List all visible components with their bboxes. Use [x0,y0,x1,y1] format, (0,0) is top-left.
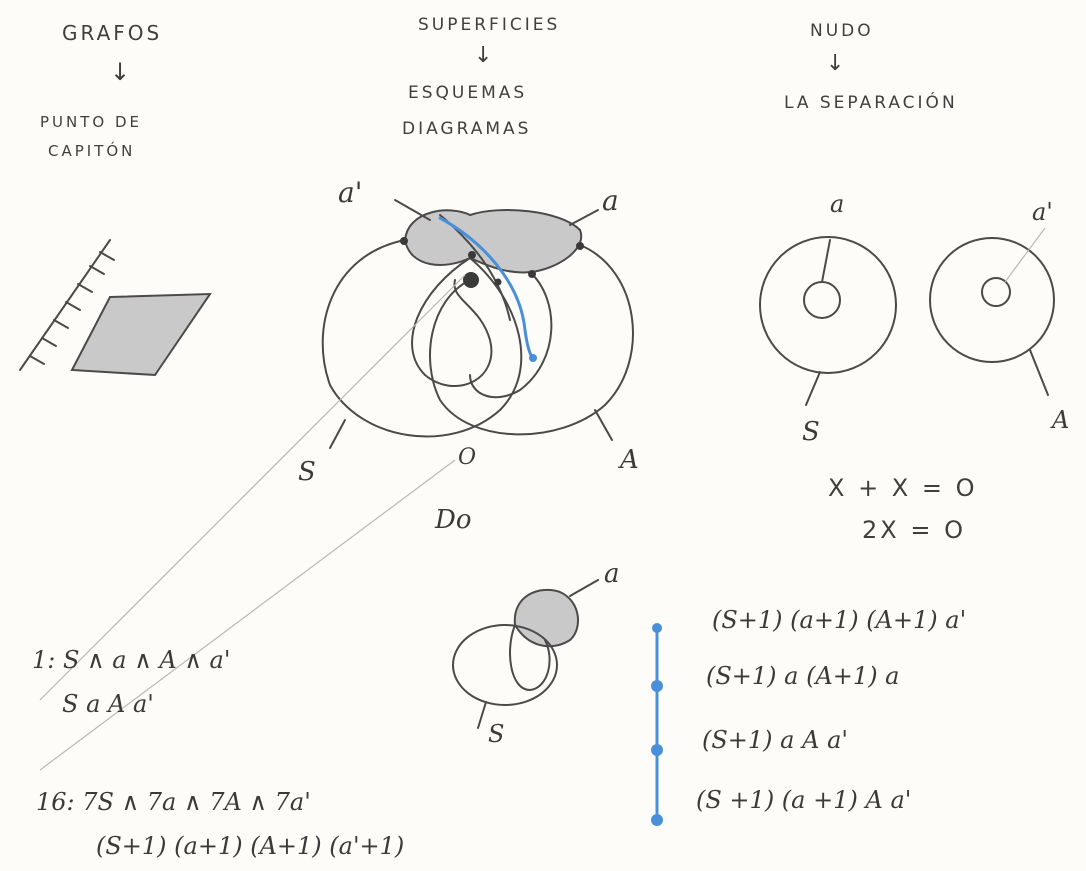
heading-surfaces-arrow: ↓ [474,43,495,68]
heading-graphs-group: GRAFOS ↓ PUNTO DE CAPITÓN [40,21,162,160]
sequence-expr-3: (S+1) a A a' [702,726,848,754]
heading-graphs-sub-1: PUNTO DE [40,113,142,131]
heading-graphs-sub-2: CAPITÓN [48,141,135,160]
knot-blue-path [438,216,535,360]
knot-inner-loop-left [411,257,493,387]
formula-16-line-1: 16: 7S ∧ 7a ∧ 7A ∧ 7a' [36,788,311,816]
heading-knot-group: NUDO ↓ LA SEPARACIÓN [784,21,958,113]
heading-surfaces-group: SUPERFICIES ↓ ESQUEMAS DIAGRAMAS [402,15,560,139]
knot-point-3 [528,270,536,278]
guide-line-2 [39,459,456,771]
capiton-surface-rhombus [70,292,212,377]
sequence-expr-2: (S+1) a (A+1) a [706,662,900,690]
formula-16-line-2: (S+1) (a+1) (A+1) (a'+1) [96,832,404,860]
heading-knot-sub: LA SEPARACIÓN [784,91,958,113]
heading-surfaces-sub-1: ESQUEMAS [408,83,527,103]
equation-2: 2X = O [862,516,966,544]
knot-label-A: A [618,445,639,475]
sequence-node-4 [651,814,663,826]
separation-annulus-right [929,227,1055,396]
knot-inner-loop-right [469,271,553,399]
graph-ticks-drawing [19,239,115,371]
small-knot [452,579,599,729]
knot-center-point [463,272,479,288]
knot-diagram [39,199,634,771]
heading-surfaces-sub-2: DIAGRAMAS [402,119,531,139]
knot-point-5 [494,278,502,286]
sequence-line [651,623,663,826]
small-knot-label-S: S [488,720,504,748]
guide-line-1 [39,274,466,701]
knot-label-Do: Do [434,505,472,535]
heading-surfaces: SUPERFICIES [418,15,560,35]
equation-1: X + X = O [828,474,978,502]
separation-label-A: A [1050,406,1069,434]
heading-graphs-arrow: ↓ [110,58,133,86]
knot-shaded-lobe [403,209,583,274]
knot-right-ring [429,244,634,436]
knot-point-4 [576,242,584,250]
sequence-node-1 [652,623,662,633]
separation-label-S: S [802,417,820,447]
knot-point-2 [468,251,476,259]
formula-1-line-1: 1: S ∧ a ∧ A ∧ a' [32,646,230,674]
separation-annulus-left [759,236,897,406]
knot-label-a: a [602,184,619,217]
heading-knot: NUDO [810,21,874,41]
knot-left-ring [321,239,523,438]
knot-label-S: S [298,457,316,487]
separation-label-a-prime: a' [1032,198,1053,226]
heading-knot-arrow: ↓ [826,51,847,76]
sequence-expr-1: (S+1) (a+1) (A+1) a' [712,606,966,634]
knot-label-O: O [458,445,476,470]
sequence-node-2 [651,680,663,692]
heading-graphs: GRAFOS [62,21,162,45]
knot-blue-end [529,354,537,362]
formula-1-line-2: S a A a' [62,690,154,718]
sequence-expr-4: (S +1) (a +1) A a' [696,786,911,814]
small-knot-label-a: a [604,559,620,589]
sequence-node-3 [651,744,663,756]
knot-label-a-prime: a' [338,176,362,209]
separation-label-a: a [830,190,844,218]
knot-point-1 [400,237,408,245]
